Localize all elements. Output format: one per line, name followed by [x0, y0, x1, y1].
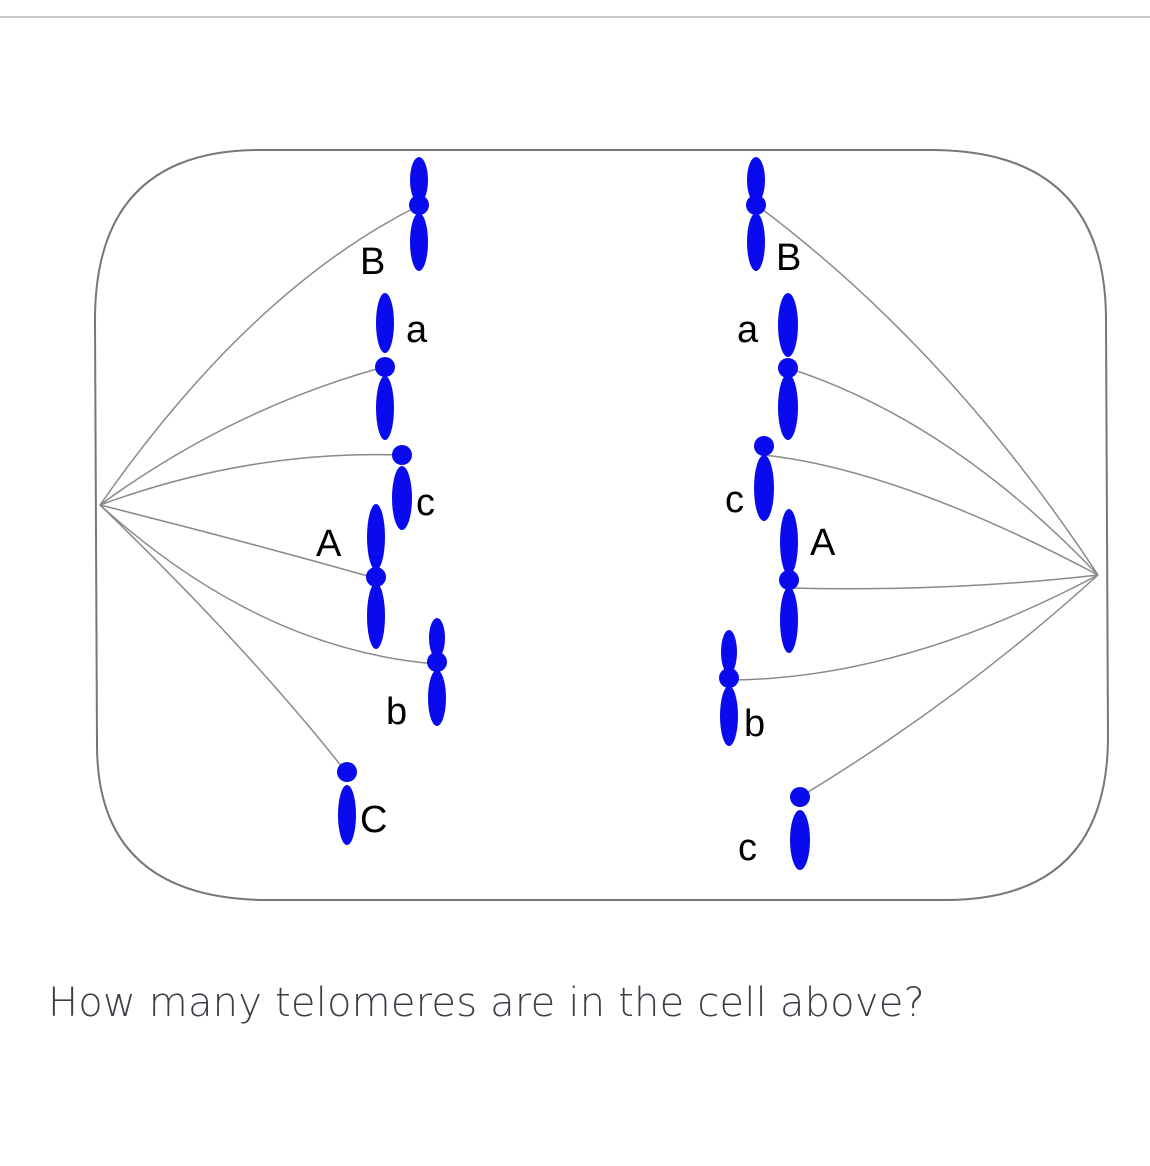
left-spindle-fibers — [100, 206, 437, 772]
chromosome-C-left — [337, 762, 357, 845]
chromosome-A-left — [366, 504, 386, 649]
chromosome-B-right — [746, 157, 766, 271]
question-text: How many telomeres are in the cell above… — [48, 980, 925, 1026]
chromosome-c-left — [392, 445, 412, 530]
label-left-C: C — [360, 799, 387, 841]
label-right-b: b — [744, 703, 765, 745]
label-left-b: b — [386, 691, 407, 733]
chromosome-B-left — [409, 157, 429, 271]
label-right-A: A — [810, 522, 836, 564]
right-spindle-fibers — [727, 206, 1098, 797]
chromosome-a-right — [778, 293, 798, 440]
label-left-A: A — [316, 523, 342, 565]
chromosome-c-right — [754, 436, 774, 521]
label-right-c: c — [725, 479, 744, 521]
chromosome-a-left — [375, 293, 395, 440]
label-right-c-bottom: c — [738, 827, 757, 869]
chromosome-A-right — [779, 509, 799, 653]
chromosome-b-right — [719, 630, 739, 746]
cell-diagram: B a c A b C B a c A b c — [0, 0, 1150, 960]
label-left-B: B — [360, 241, 385, 283]
chromosome-b-left — [427, 618, 447, 726]
label-left-a: a — [406, 309, 428, 351]
chromosome-c-right-bottom — [790, 787, 810, 870]
label-right-a: a — [737, 309, 759, 351]
cell-membrane — [95, 150, 1108, 900]
label-right-B: B — [776, 237, 801, 279]
label-left-c: c — [416, 482, 435, 524]
